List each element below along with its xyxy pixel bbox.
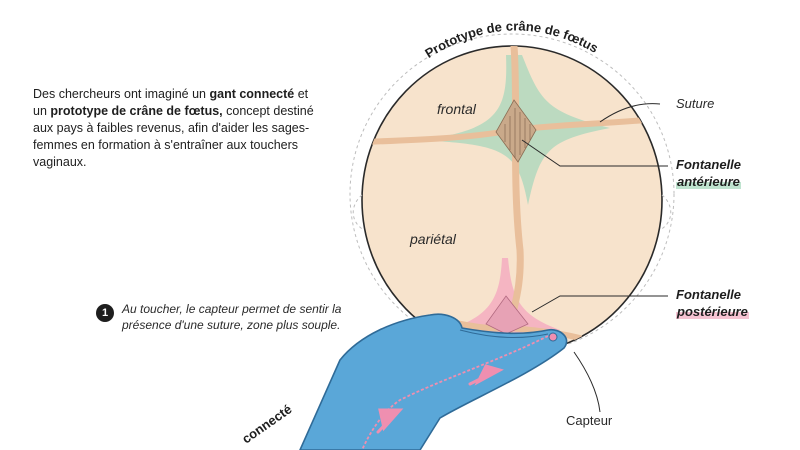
label-anterior-line-1: Fontanelle [676,157,742,172]
callout-text: Au toucher, le capteur permet de sentir … [122,302,342,332]
label-anterior-fontanelle: Fontanelle antérieure [676,156,741,190]
anterior-fontanelle [495,99,537,163]
label-anterior-line-2: antérieure [676,174,741,189]
label-frontal: frontal [437,101,476,117]
capteur-leader [573,351,601,413]
posterior-fontanelle-glow [440,258,560,343]
posterior-leader [531,295,668,313]
intro-text-2: et un [33,87,309,118]
anterior-leader [521,139,668,167]
intro-text-1: Des chercheurs ont imaginé un [33,87,210,101]
skull-right-bump [659,194,672,231]
glove-arrow-2 [376,408,404,434]
label-suture: Suture [676,96,715,111]
glove-sensor [548,332,558,342]
glove-body [299,313,568,450]
sagittal-suture [506,46,524,334]
suture-leader [599,103,661,123]
intro-bold-glove: gant connecté [209,87,295,101]
glove-seam [361,335,549,450]
intro-bold-skull: prototype de crâne de fœtus, [50,104,223,118]
glove-finger-shadow [459,329,549,338]
label-capteur: Capteur [566,413,613,428]
label-posterior-line-2: postérieure [676,304,749,319]
intro-paragraph: Des chercheurs ont imaginé un gant conne… [33,86,318,171]
label-parietal: pariétal [410,231,456,247]
connected-glove: connecté [239,313,568,450]
glove-arrow-1 [468,364,504,386]
skull-left-bump [352,194,365,231]
glove-label: connecté [239,401,294,446]
step-number-badge: 1 [96,304,114,322]
label-posterior-fontanelle: Fontanelle postérieure [676,286,749,320]
intro-text-3: concept destiné aux pays à faibles reven… [33,104,314,169]
label-posterior-line-1: Fontanelle [676,287,742,302]
